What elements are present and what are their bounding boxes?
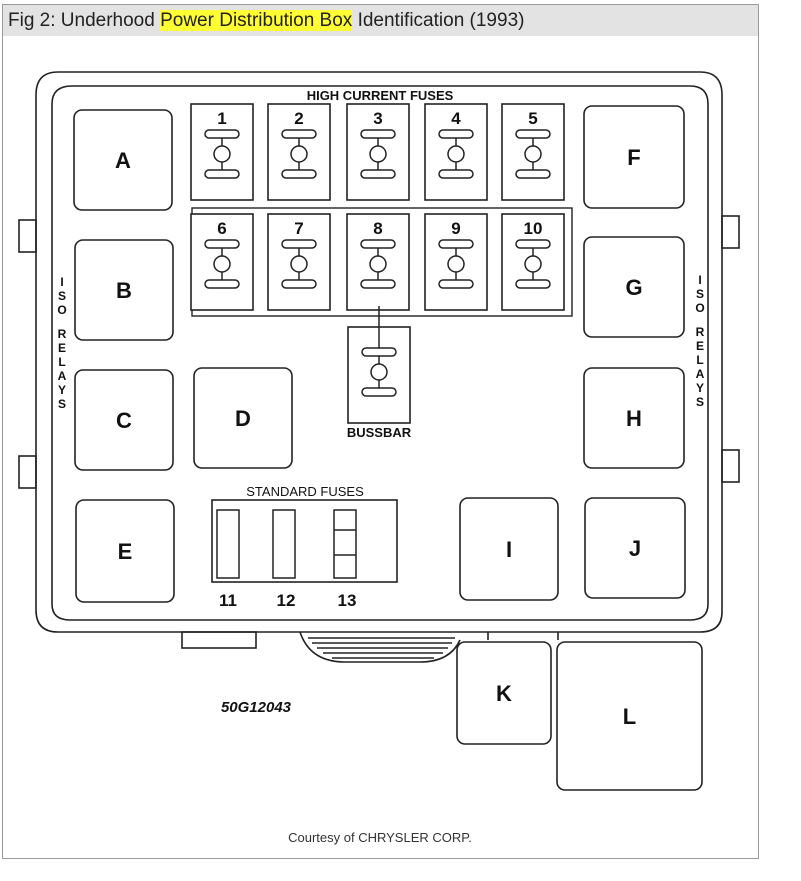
high-current-fuse-3: 3 — [346, 103, 410, 201]
svg-text:S: S — [58, 289, 66, 303]
relay-label: L — [623, 704, 636, 729]
fuse-number: 6 — [217, 219, 226, 238]
standard-fuse-13: 13 — [333, 509, 357, 610]
bottom-connector-tab — [181, 631, 257, 649]
svg-text:Y: Y — [696, 381, 704, 395]
relay-label: I — [506, 537, 512, 562]
housing-inner — [51, 85, 709, 621]
relay-j: J — [584, 497, 686, 599]
high-current-fuse-2: 2 — [267, 103, 331, 201]
standard-fuse-11: 11 — [216, 509, 240, 610]
relay-i: I — [459, 497, 559, 601]
svg-text:A: A — [696, 367, 705, 381]
svg-text:E: E — [696, 339, 704, 353]
relay-b: B — [74, 239, 174, 341]
fuse-number: 3 — [373, 109, 382, 128]
svg-text:Y: Y — [58, 383, 66, 397]
relay-c: C — [74, 369, 174, 471]
high-current-fuse-5: 5 — [501, 103, 565, 201]
svg-text:S: S — [696, 395, 704, 409]
fuse-number: 8 — [373, 219, 382, 238]
caption-suffix: Identification (1993) — [352, 10, 525, 31]
relay-h: H — [583, 367, 685, 469]
fuse-number: 1 — [217, 109, 226, 128]
left-tab-bottom — [18, 455, 37, 489]
right-tab-top — [721, 215, 740, 249]
caption-highlight: Power Distribution Box — [160, 10, 353, 31]
relay-label: J — [629, 536, 641, 561]
fuse-number: 7 — [294, 219, 303, 238]
svg-text:R: R — [696, 325, 705, 339]
standard-fuses-title: STANDARD FUSES — [246, 484, 364, 499]
standard-fuse-12: 12 — [272, 509, 296, 610]
relay-g: G — [583, 236, 685, 338]
relay-label: C — [116, 408, 132, 433]
svg-text:I: I — [60, 275, 63, 289]
fuse-number: 5 — [528, 109, 537, 128]
high-current-fuse-9: 9 — [424, 213, 488, 311]
fuse-number: 2 — [294, 109, 303, 128]
relay-label: D — [235, 406, 251, 431]
caption-prefix: Fig 2: Underhood — [8, 10, 161, 31]
high-current-fuse-10: 10 — [501, 213, 565, 311]
courtesy-credit: Courtesy of CHRYSLER CORP. — [288, 830, 472, 845]
fuse-number: 4 — [451, 109, 461, 128]
high-current-fuse-8: 8 — [346, 213, 410, 311]
bottom-latch — [299, 631, 461, 663]
high-current-fuses-title: HIGH CURRENT FUSES — [307, 88, 454, 103]
svg-text:R: R — [58, 327, 67, 341]
relay-e: E — [75, 499, 175, 603]
high-current-fuse-4: 4 — [424, 103, 488, 201]
relay-k: K — [456, 641, 552, 745]
svg-text:L: L — [58, 355, 65, 369]
relay-f: F — [583, 105, 685, 209]
fuse-number: 11 — [219, 591, 237, 610]
relay-label: K — [496, 681, 512, 706]
fuse-number: 13 — [338, 591, 357, 610]
relay-label: H — [626, 406, 642, 431]
relay-label: G — [625, 275, 642, 300]
fuse-number: 10 — [524, 219, 543, 238]
svg-text:O: O — [695, 301, 704, 315]
relay-label: E — [118, 539, 133, 564]
svg-text:L: L — [696, 353, 703, 367]
part-number: 50G12043 — [221, 699, 292, 716]
fuse-number: 12 — [277, 591, 296, 610]
high-current-fuse-7: 7 — [267, 213, 331, 311]
left-tab-top — [18, 219, 37, 253]
high-current-fuse-6: 6 — [190, 213, 254, 311]
fuse-number: 9 — [451, 219, 460, 238]
right-tab-bottom — [721, 449, 740, 483]
svg-text:I: I — [698, 273, 701, 287]
relay-a: A — [73, 109, 173, 211]
svg-text:A: A — [58, 369, 67, 383]
relay-l: L — [556, 641, 703, 791]
figure-caption: Fig 2: Underhood Power Distribution Box … — [3, 5, 758, 36]
relay-label: F — [627, 145, 640, 170]
relay-label: B — [116, 278, 132, 303]
housing-outer — [35, 71, 723, 633]
svg-text:S: S — [696, 287, 704, 301]
high-current-fuse-1: 1 — [190, 103, 254, 201]
svg-text:E: E — [58, 341, 66, 355]
standard-fuse-panel — [211, 499, 398, 583]
bussbar-label: BUSSBAR — [347, 425, 412, 440]
svg-text:O: O — [57, 303, 66, 317]
relay-label: A — [115, 148, 131, 173]
relay-d: D — [193, 367, 293, 469]
svg-text:S: S — [58, 397, 66, 411]
